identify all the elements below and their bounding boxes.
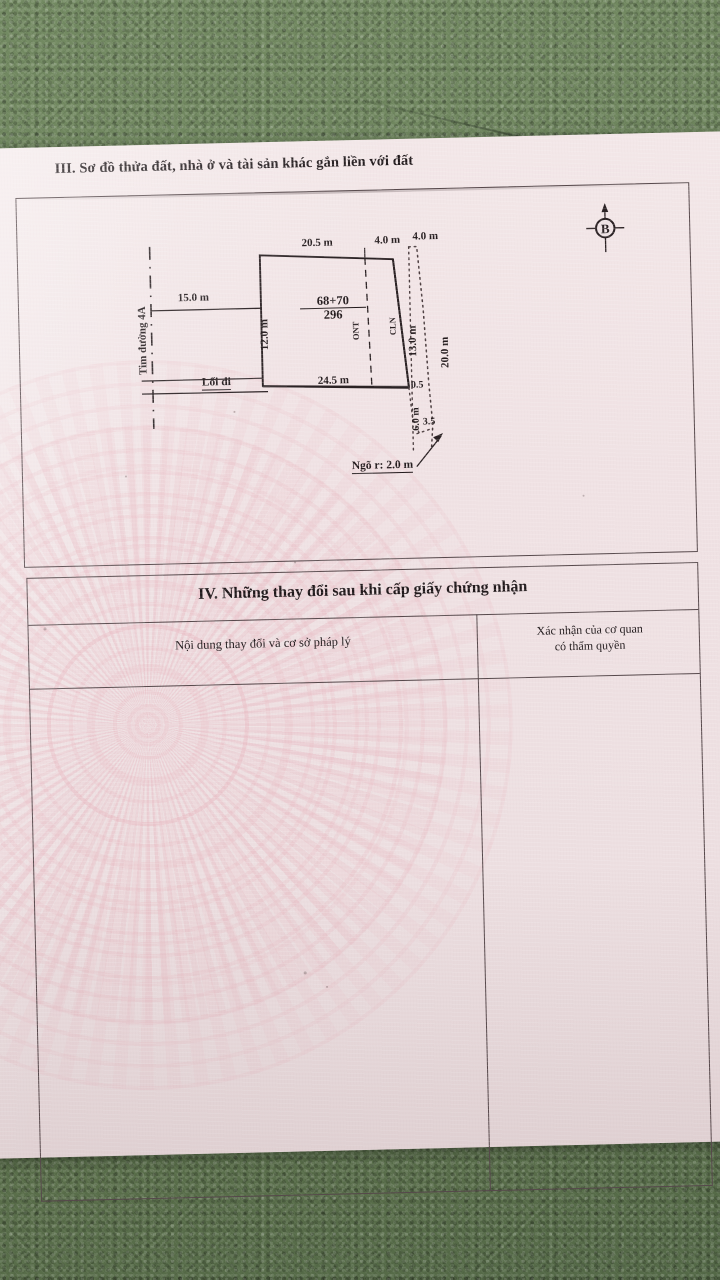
dimension-alley-width-mark: 3.5 bbox=[422, 416, 436, 428]
setback-leader bbox=[151, 307, 262, 312]
road-centerline-label: Tim đường 4A bbox=[135, 306, 150, 376]
dimension-setback-left: 15.0 m bbox=[177, 291, 210, 305]
table-header-authority-confirmation: Xác nhận của cơ quan có thẩm quyền bbox=[481, 619, 700, 657]
section-iv-table bbox=[28, 609, 711, 1201]
land-type-left-label: ONT bbox=[350, 321, 361, 341]
dimension-outer-vertical: 20.0 m bbox=[438, 336, 452, 369]
certificate-page: III. Sơ đồ thửa đất, nhà ở và tài sản kh… bbox=[0, 130, 720, 1202]
parcel-bottom-edge bbox=[262, 385, 409, 389]
plot-svg bbox=[141, 245, 444, 468]
dimension-bottom-main: 24.5 m bbox=[317, 374, 350, 387]
parcel-area: 296 bbox=[300, 306, 367, 323]
dimension-top-right-a: 4.0 m bbox=[374, 233, 401, 247]
section-iv-frame: IV. Những thay đổi sau khi cấp giấy chứn… bbox=[26, 562, 713, 1202]
dimension-top-right-b: 4.0 m bbox=[412, 230, 439, 243]
land-type-right-label: CLN bbox=[387, 317, 398, 336]
paper-speck bbox=[294, 561, 297, 564]
compass-north-icon: B bbox=[584, 202, 627, 255]
access-path-bottom bbox=[142, 391, 269, 395]
dimension-top-main: 20.5 m bbox=[301, 236, 333, 250]
road-centerline bbox=[148, 246, 155, 429]
dimension-left-vertical: 12.0 m bbox=[258, 318, 272, 351]
section-iii-heading: III. Sơ đồ thửa đất, nhà ở và tài sản kh… bbox=[54, 152, 414, 178]
alley-label: Ngõ r: 2.0 m bbox=[351, 458, 414, 475]
alley-corner-boundary bbox=[408, 387, 420, 434]
parcel-right-edge bbox=[391, 259, 410, 388]
land-plot-diagram: Tim đường 4A 15.0 m Lối đi 20.5 m 4.0 m … bbox=[15, 182, 695, 566]
alley-outer-boundary bbox=[407, 245, 434, 452]
section-iv-heading: IV. Những thay đổi sau khi cấp giấy chứn… bbox=[197, 578, 528, 603]
dimension-lower-vertical: 6.0 m bbox=[410, 407, 422, 431]
dimension-right-vertical: 13.0 m bbox=[406, 325, 420, 357]
alley-callout-arrowhead bbox=[433, 433, 444, 443]
alley-callout-arrow bbox=[416, 435, 442, 468]
dimension-right-small: 0.5 bbox=[410, 379, 424, 391]
table-column-divider bbox=[476, 614, 491, 1191]
parcel-internal-division bbox=[364, 257, 373, 387]
svg-text:B: B bbox=[601, 221, 610, 236]
parcel-number-fraction: 68+70 296 bbox=[300, 293, 367, 323]
access-path-label: Lối đi bbox=[201, 375, 232, 391]
access-path-top bbox=[141, 377, 263, 382]
